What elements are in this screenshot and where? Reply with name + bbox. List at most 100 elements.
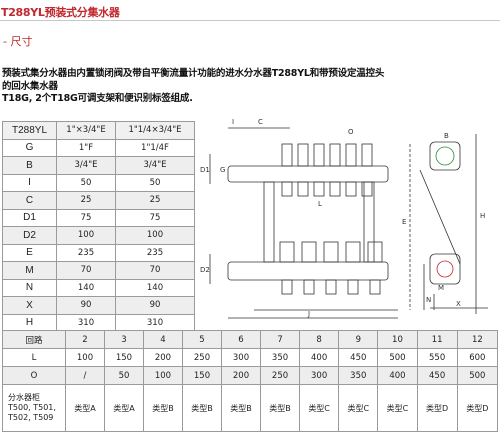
loop-count: 8 (299, 330, 340, 349)
loop-value: 500 (377, 348, 418, 367)
spec-value: 235 (56, 243, 116, 262)
label-d1: D1 (200, 166, 210, 174)
cabinet-type-label: 分水器柜 T500, T501, T502, T509 (2, 384, 66, 432)
spec-value: 90 (115, 296, 195, 315)
spec-value: 235 (115, 243, 195, 262)
cabinet-type: 类型B (220, 384, 262, 432)
spec-value: 1"F (56, 138, 116, 157)
label-o: O (348, 128, 354, 136)
spec-value: 90 (56, 296, 116, 315)
label-m: M (438, 284, 444, 292)
cabinet-type: 类型A (103, 384, 144, 432)
loop-value: 550 (416, 348, 458, 367)
loop-count: 6 (220, 330, 262, 349)
loop-value: 450 (416, 366, 458, 385)
loop-count: 12 (456, 330, 499, 349)
loop-value: 400 (299, 348, 340, 367)
loop-value: 200 (142, 348, 183, 367)
loop-header-row: 回路 2 3 4 5 6 7 8 9 10 11 12 (2, 330, 499, 349)
return-manifold-bar (227, 261, 389, 281)
side-view (419, 141, 461, 310)
loop-header-label: 回路 (2, 330, 66, 349)
cabinet-label-line-3: T502, T509 (8, 413, 54, 422)
spec-key: D2 (2, 226, 57, 245)
spec-key: H (2, 313, 57, 332)
spec-value: 310 (115, 313, 195, 332)
spec-value: 140 (115, 278, 195, 297)
spec-value: 50 (56, 173, 116, 192)
spec-value: 75 (115, 208, 195, 227)
return-valve-heads (279, 241, 383, 295)
label-x: X (456, 300, 461, 308)
cabinet-type: 类型B (142, 384, 183, 432)
bracket-right (363, 181, 375, 263)
loop-row-label: L (2, 348, 66, 367)
cabinet-type: 类型C (377, 384, 418, 432)
spec-value: 140 (56, 278, 116, 297)
loop-value: 100 (65, 348, 105, 367)
loop-value: 300 (299, 366, 340, 385)
spec-key: B (2, 156, 57, 175)
label-g: G (220, 166, 225, 174)
spec-value: 310 (56, 313, 116, 332)
cabinet-type: 类型B (260, 384, 301, 432)
spec-header-size-1: 1"×3/4"E (56, 121, 116, 140)
loop-count: 4 (142, 330, 183, 349)
loop-row-label: O (2, 366, 66, 385)
loop-count: 5 (181, 330, 223, 349)
loop-count: 11 (416, 330, 458, 349)
label-b: B (444, 132, 449, 140)
loop-value: 300 (220, 348, 262, 367)
spec-header-size-2: 1"1/4×3/4"E (115, 121, 195, 140)
spec-key: C (2, 191, 57, 210)
description-line-1: 预装式集分水器由内置锁闭阀及带自平衡流量计功能的进水分水器T288YL和带预设定… (2, 68, 385, 79)
spec-key: G (2, 138, 57, 157)
section-heading: - 尺寸 (3, 35, 33, 48)
bracket-left (263, 181, 275, 263)
spec-key: I (2, 173, 57, 192)
spec-value: 1"1/4F (115, 138, 195, 157)
cabinet-type: 类型D (416, 384, 458, 432)
spec-value: 75 (56, 208, 116, 227)
spec-value: 100 (56, 226, 116, 245)
label-d2: D2 (200, 266, 210, 274)
spec-header-row: T288YL 1"×3/4"E 1"1/4×3/4"E (2, 121, 195, 140)
loop-value: 150 (181, 366, 223, 385)
label-e: E (402, 218, 406, 226)
loop-value: 200 (220, 366, 262, 385)
cabinet-type: 类型D (456, 384, 499, 432)
loop-value: 450 (338, 348, 379, 367)
loop-value: 50 (103, 366, 144, 385)
label-l: L (318, 200, 322, 208)
spec-value: 100 (115, 226, 195, 245)
spec-key: N (2, 278, 57, 297)
cabinet-label-line-1: 分水器柜 (8, 393, 40, 402)
spec-value: 3/4"E (56, 156, 116, 175)
spec-value: 70 (56, 261, 116, 280)
loop-value: / (65, 366, 105, 385)
loop-value: 500 (456, 366, 499, 385)
loop-count: 7 (260, 330, 301, 349)
loop-value: 600 (456, 348, 499, 367)
loop-row-o: O / 50 100 150 200 250 300 350 400 450 5… (2, 366, 499, 385)
manifold-technical-drawing: I C G L D1 O B E H M D2 N J X (200, 118, 488, 319)
description-line-3: T18G, 2个T18G可调支架和便识别标签组成. (2, 93, 193, 104)
loop-value: 100 (142, 366, 183, 385)
spec-value: 25 (56, 191, 116, 210)
spec-header-model: T288YL (2, 121, 57, 140)
page-title: T288YL预装式分集水器 (1, 6, 120, 19)
label-n: N (426, 296, 431, 304)
loop-count: 10 (377, 330, 418, 349)
title-divider (0, 20, 500, 21)
